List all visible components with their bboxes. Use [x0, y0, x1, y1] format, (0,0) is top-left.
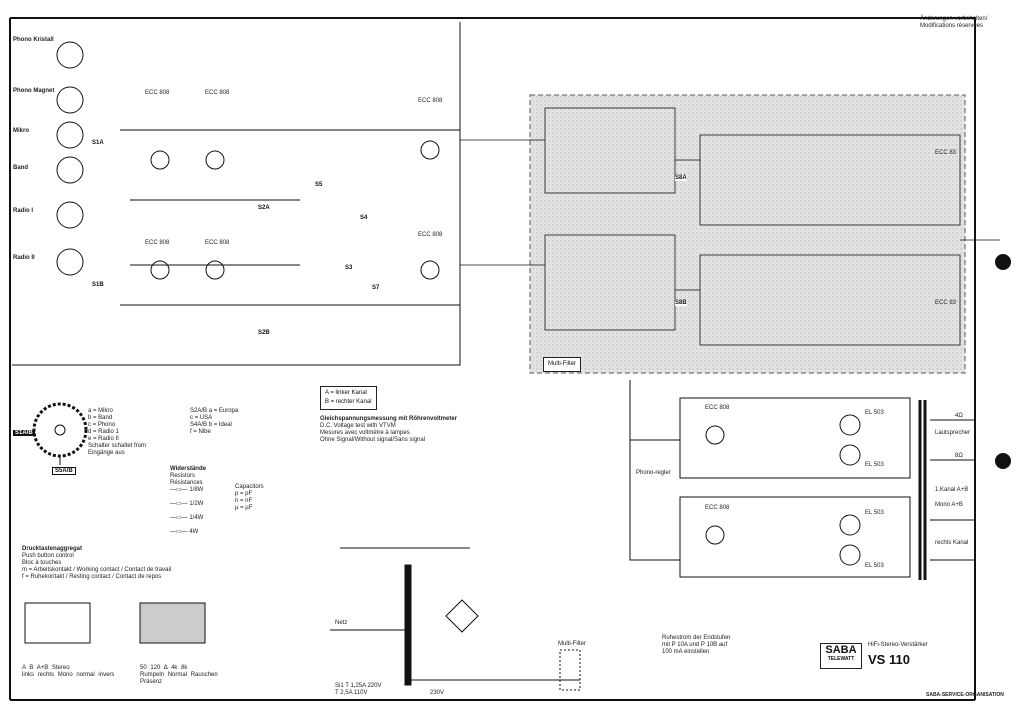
switch-label: S1B	[92, 282, 104, 288]
channel-label: Mono A+B	[935, 502, 963, 508]
tube-label: ECC 83	[935, 300, 957, 306]
switch-label: S5	[315, 182, 323, 188]
measurement-note: Gleichspannungsmessung mit Röhrenvoltmet…	[320, 416, 458, 443]
tube-label: ECC 808	[205, 240, 230, 246]
selector-label: S5A/B	[52, 467, 76, 475]
page-frame	[9, 17, 976, 701]
input-label-radio-2: Radio II	[13, 255, 35, 261]
tube-label: EL 503	[865, 410, 884, 416]
tube-label: EL 503	[865, 563, 884, 569]
switch-label: S8A	[675, 175, 687, 181]
tube-label: ECC 808	[205, 90, 230, 96]
phono-regler-label: Phono-regler	[636, 470, 671, 477]
switch-label: S2A	[258, 205, 270, 211]
speaker-tap: 4Ω	[955, 413, 963, 419]
tube-label: ECC 83	[935, 150, 957, 156]
pushbutton-grids	[24, 602, 206, 644]
voltage-label: 230V	[430, 690, 445, 696]
input-label-radio-1: Radio I	[13, 208, 34, 214]
power-supply-section	[330, 547, 581, 691]
tube-label: ECC 808	[705, 405, 730, 411]
input-label-mikro: Mikro	[13, 128, 30, 134]
multi-filter-wiring	[460, 107, 1000, 346]
speaker-label: Lautsprecher	[935, 430, 971, 436]
title-subtitle: HiFi-Stereo-Verstärker	[868, 642, 928, 648]
tube-label: ECC 808	[145, 240, 170, 246]
switch-label: S2B	[258, 330, 270, 336]
binding-hole	[995, 453, 1011, 469]
selector-switch-diagram	[32, 402, 88, 465]
tube-label: ECC 808	[418, 98, 443, 104]
switch-label: S1A	[92, 140, 104, 146]
power-amp-section	[629, 380, 975, 580]
tube-label: ECC 808	[418, 232, 443, 238]
switch-label: S8B	[675, 300, 687, 306]
tube-label: EL 503	[865, 462, 884, 468]
header-note: Änderungen vorbehalten/Modifications rés…	[920, 16, 988, 29]
binding-hole	[995, 254, 1011, 270]
speaker-tap: 8Ω	[955, 453, 963, 459]
channel-label: rechts Kanal	[935, 540, 969, 546]
channel-label: 1.Kanal A+B	[935, 487, 969, 493]
switch-label: S3	[345, 265, 353, 271]
switch-label: S4	[360, 215, 368, 221]
input-label-phono-magnet: Phono Magnet	[13, 88, 55, 94]
footer-label: SABA-SERVICE-ORGANISATION	[926, 692, 1004, 698]
tube-label: ECC 808	[705, 505, 730, 511]
input-label-band: Band	[13, 165, 28, 171]
input-connectors	[56, 41, 84, 276]
model-title: VS 110	[868, 652, 910, 667]
input-label-phono-kristall: Phono Kristall	[13, 37, 54, 43]
multi-filter-label: Multi-Filter	[543, 357, 581, 372]
selector-label: S1A/B	[13, 430, 35, 436]
preamp-section	[12, 22, 461, 366]
switch-label: S7	[372, 285, 380, 291]
multi-filter-supply-label: Multi-Filter	[558, 641, 586, 647]
mains-label: Netz	[335, 620, 348, 626]
tube-label: EL 503	[865, 510, 884, 516]
tube-label: ECC 808	[145, 90, 170, 96]
tube-symbols	[150, 140, 861, 566]
multi-filter-region	[529, 94, 966, 374]
